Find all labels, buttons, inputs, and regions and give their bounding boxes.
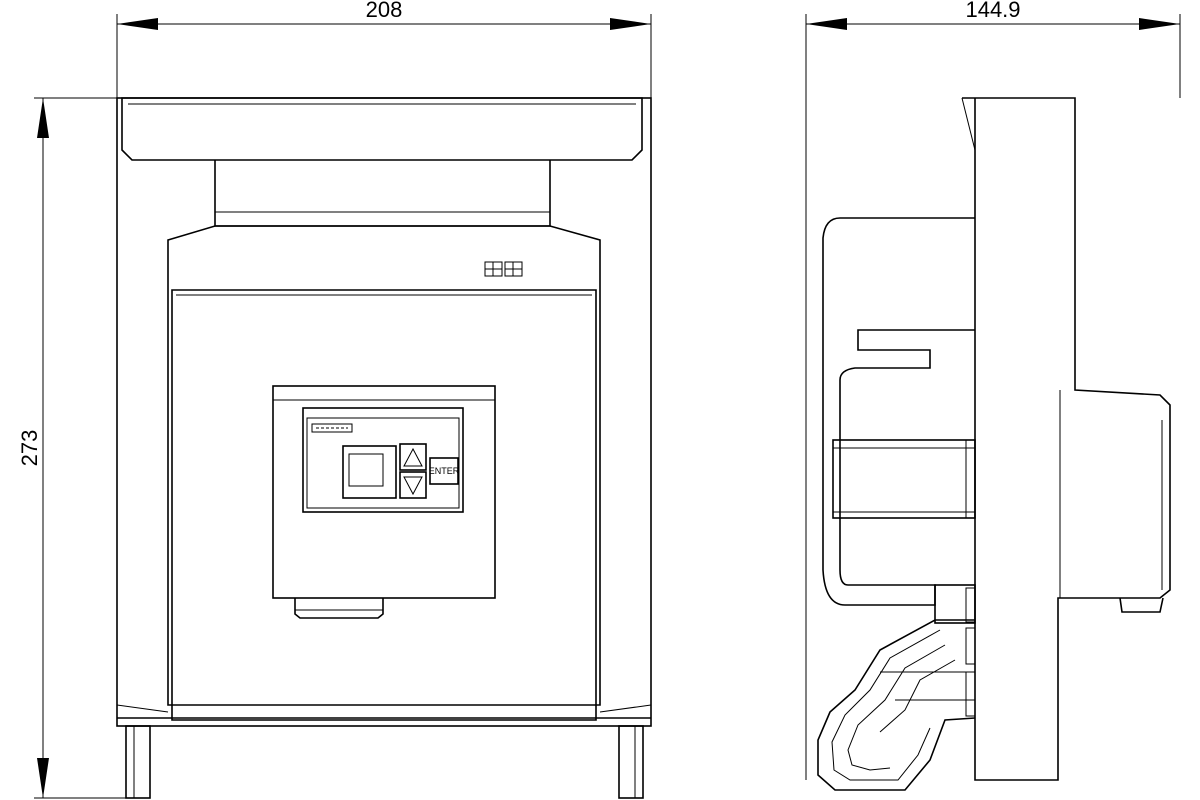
logo-icon — [484, 261, 523, 277]
dimension-front-width: 208 — [116, 0, 652, 98]
arrow-right-icon — [610, 18, 651, 30]
arrow-up-icon — [37, 98, 49, 138]
arrow-right-icon — [1139, 18, 1180, 30]
top-cover — [121, 97, 643, 161]
dimension-label-depth: 144.9 — [965, 0, 1020, 22]
enter-button[interactable]: ENTER — [429, 457, 460, 485]
side-housing — [962, 97, 1171, 781]
housing-body — [167, 225, 601, 706]
neck — [214, 160, 551, 227]
arrow-down-icon — [37, 758, 49, 798]
door-panel — [171, 289, 597, 721]
dimension-label-width: 208 — [366, 0, 403, 22]
display-panel — [302, 407, 464, 513]
front-feet — [125, 725, 644, 799]
triangle-down-icon — [403, 476, 423, 496]
din-clamp — [817, 619, 976, 791]
dimension-height: 273 — [17, 97, 130, 799]
side-bracket — [822, 217, 975, 606]
front-outer-frame — [116, 97, 652, 727]
control-module: ENTER — [272, 385, 496, 619]
rail-block — [832, 439, 976, 519]
side-clip — [1119, 597, 1164, 613]
up-button[interactable] — [399, 443, 427, 471]
down-button[interactable] — [399, 471, 427, 499]
dimension-label-height: 273 — [17, 430, 42, 467]
arrow-left-icon — [117, 18, 158, 30]
triangle-up-icon — [403, 447, 423, 467]
dimension-side-depth: 144.9 — [805, 0, 1181, 780]
screen — [342, 445, 397, 499]
arrow-left-icon — [806, 18, 847, 30]
enter-label: ENTER — [429, 466, 460, 476]
front-view: ENTER — [116, 97, 652, 799]
bottom-knob — [294, 598, 384, 619]
side-view — [817, 97, 1171, 791]
